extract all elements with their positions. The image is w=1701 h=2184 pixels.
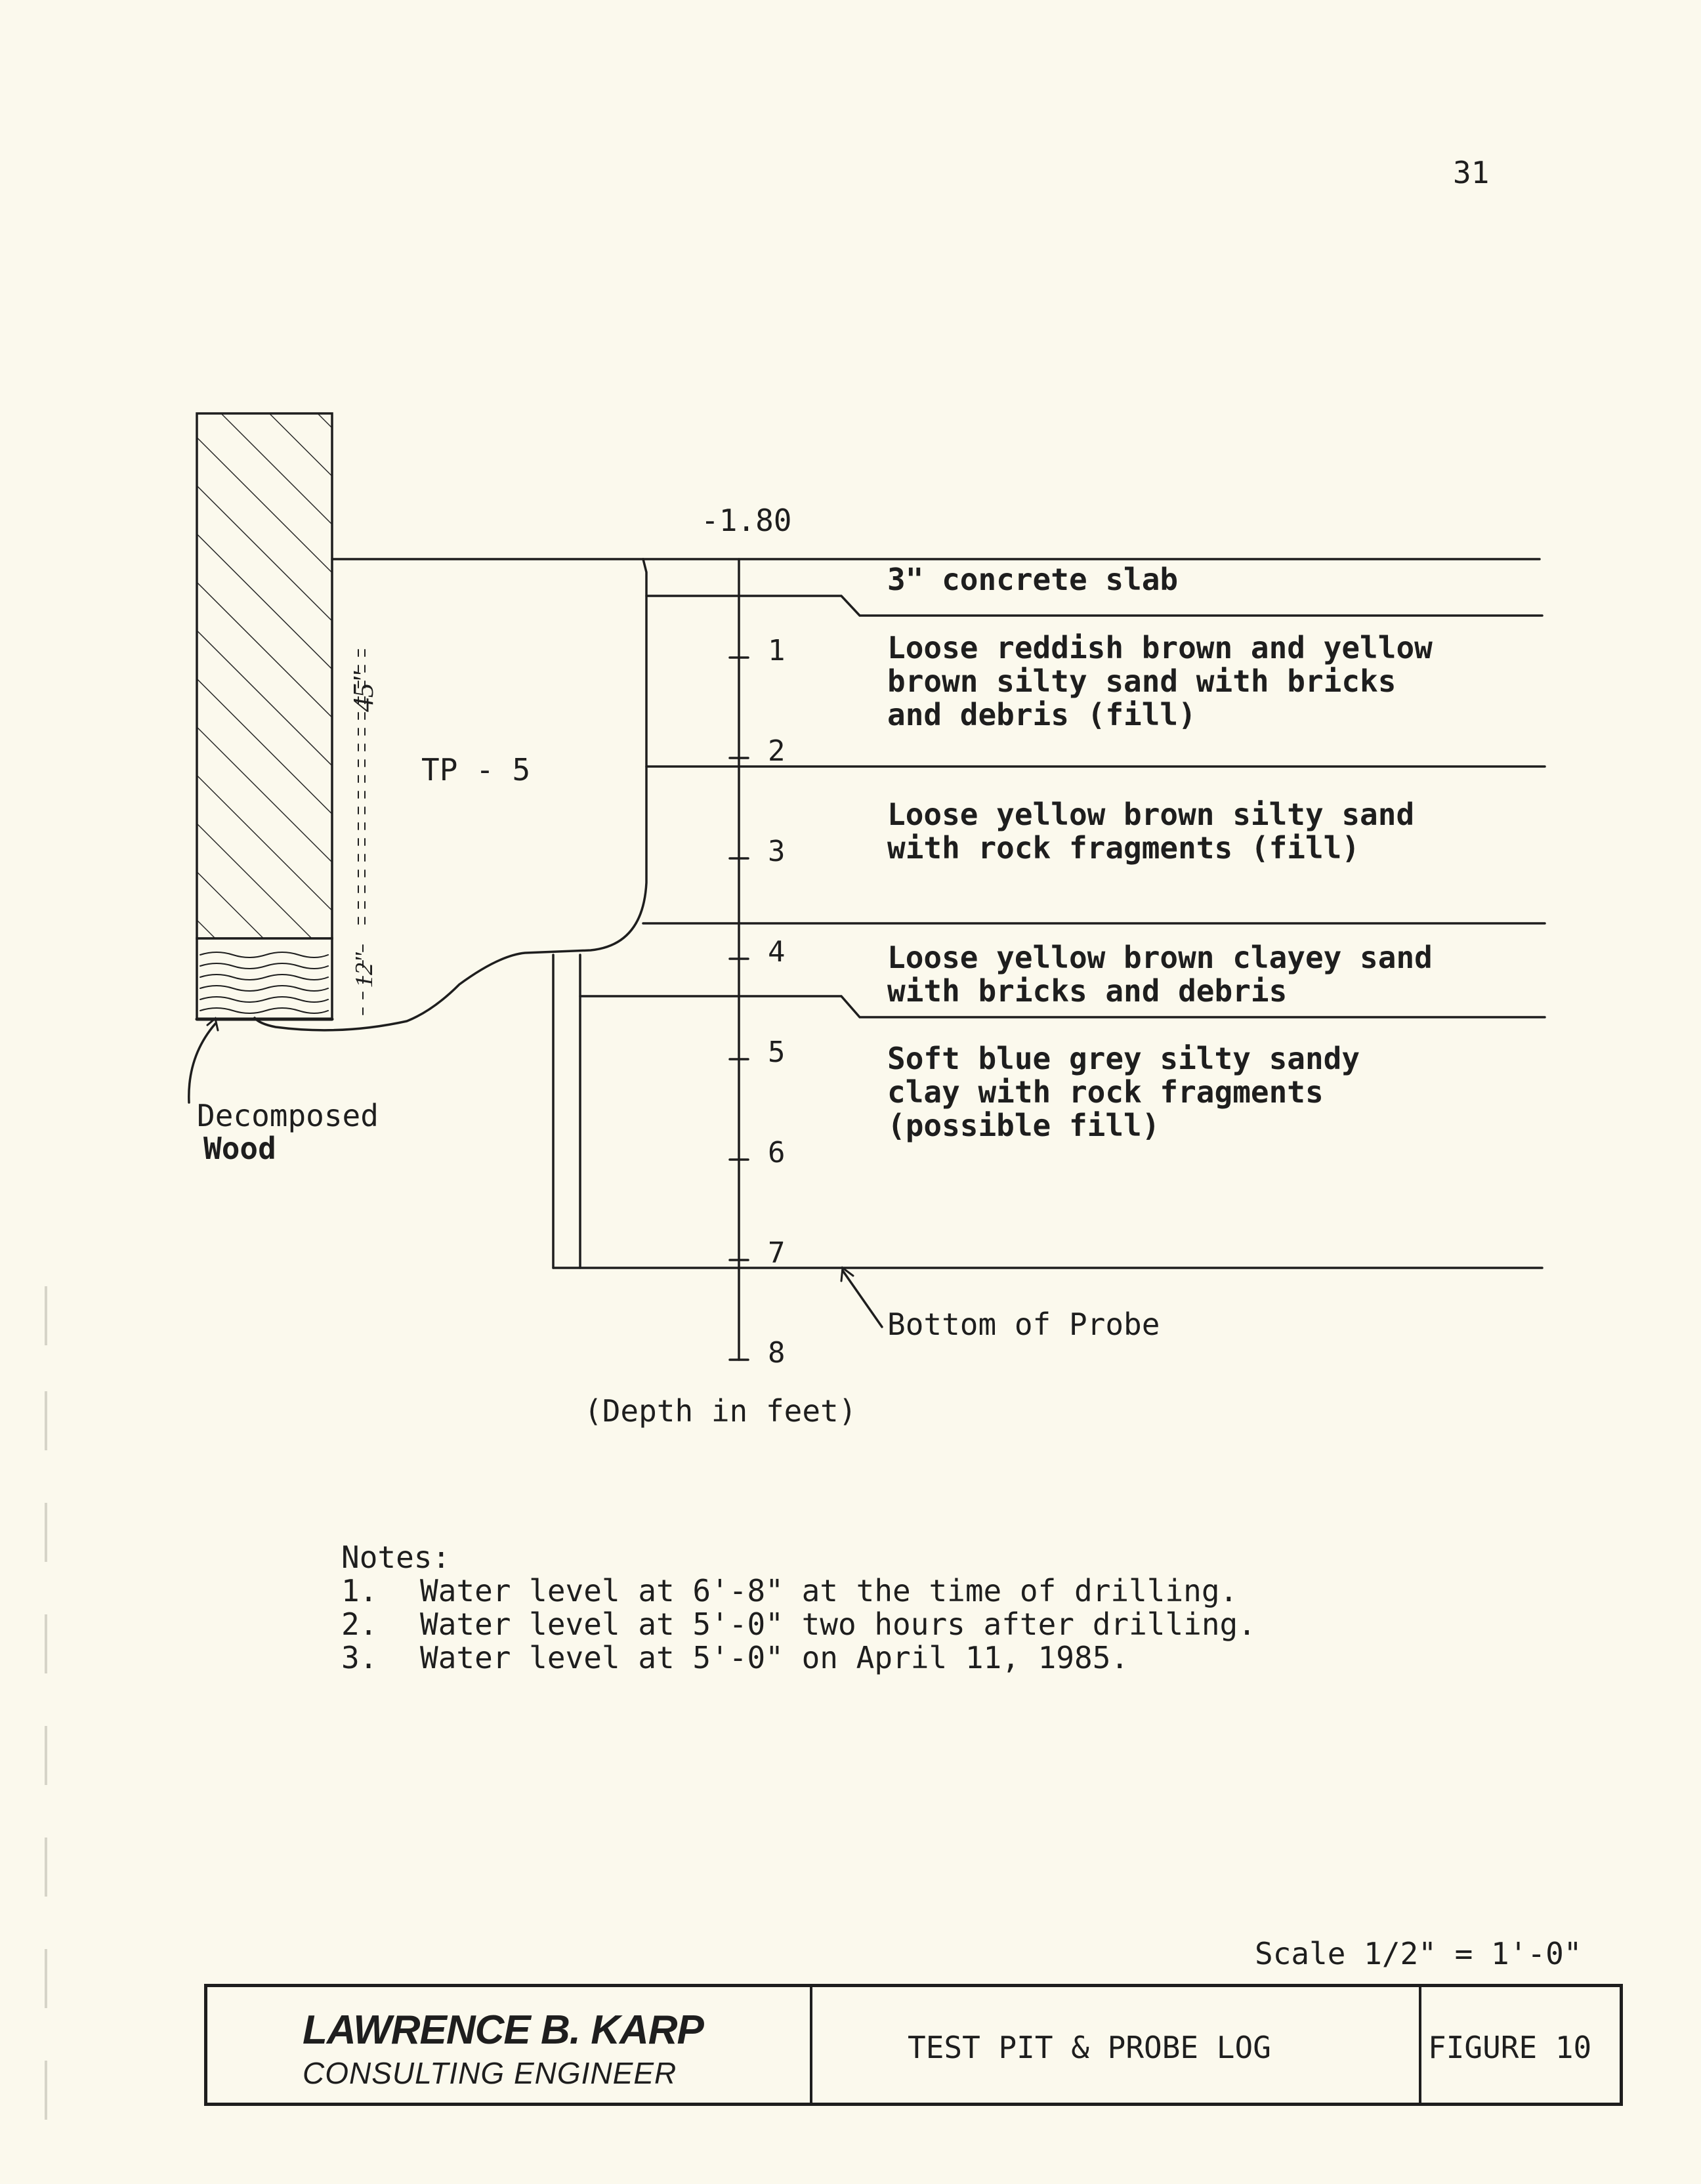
layer-line: Soft blue grey silty sandy: [887, 1041, 1360, 1076]
note-text: Water level at 5'-0" two hours after dri…: [420, 1606, 1256, 1642]
note-text: Water level at 6'-8" at the time of dril…: [420, 1573, 1238, 1608]
layer-description: Loose yellow brown silty sand with rock …: [887, 798, 1414, 865]
depth-caption: (Depth in feet): [584, 1393, 857, 1429]
pit-label: TP - 5: [421, 752, 531, 788]
margin-mark: [45, 2061, 47, 2120]
depth-axis-ticks: [728, 656, 749, 1361]
firm-name: LAWRENCE B. KARP: [303, 2007, 704, 2053]
layer-line: Loose yellow brown clayey sand: [887, 940, 1433, 975]
title-block-divider: [810, 1987, 812, 2103]
dimension-lower: 12": [350, 952, 378, 988]
pit-outline: [253, 558, 648, 1032]
depth-tick-label: 4: [768, 935, 786, 969]
firm-subtitle: CONSULTING ENGINEER: [303, 2056, 677, 2090]
layer-line-4: [579, 995, 1546, 1018]
note-item: 2. Water level at 5'-0" two hours after d…: [341, 1608, 1256, 1641]
layer-line: and debris (fill): [887, 697, 1196, 732]
layer-description: Loose reddish brown and yellow brown sil…: [887, 631, 1433, 732]
layer-line-slab: [645, 595, 1544, 617]
layer-line: Loose reddish brown and yellow: [887, 630, 1433, 665]
title-block: LAWRENCE B. KARP CONSULTING ENGINEER TES…: [204, 1984, 1623, 2106]
wood-leader: [188, 1022, 217, 1104]
note-item: 1. Water level at 6'-8" at the time of dr…: [341, 1574, 1256, 1608]
depth-tick-label: 6: [768, 1136, 786, 1169]
depth-tick-label: 7: [768, 1236, 786, 1270]
firm-cell: LAWRENCE B. KARP CONSULTING ENGINEER: [207, 1987, 810, 2103]
layer-line: brown silty sand with bricks: [887, 663, 1396, 699]
dimension-upper: 45": [347, 671, 379, 712]
depth-tick-label: 3: [768, 835, 786, 868]
elevation-label: -1.80: [701, 503, 792, 538]
layer-line: clay with rock fragments: [887, 1074, 1324, 1110]
decomposed-wood-block: [195, 937, 334, 1021]
layer-description: 3" concrete slab: [887, 563, 1178, 597]
layer-line: Loose yellow brown silty sand: [887, 797, 1415, 832]
page-number: 31: [1453, 155, 1490, 190]
figure-cell: FIGURE 10: [1421, 1987, 1618, 2103]
layer-line: with bricks and debris: [887, 973, 1288, 1009]
wall-hatched: [196, 412, 333, 940]
margin-mark: [45, 1838, 47, 1897]
title-block-divider: [1419, 1987, 1421, 2103]
margin-mark: [45, 1949, 47, 2008]
wood-note-line-1: Decomposed: [197, 1098, 379, 1133]
margin-mark: [45, 1391, 47, 1450]
depth-tick-label: 8: [768, 1336, 786, 1370]
note-text: Water level at 5'-0" on April 11, 1985.: [420, 1640, 1129, 1675]
drawing-title: TEST PIT & PROBE LOG: [908, 2030, 1271, 2065]
note-number: 1.: [341, 1573, 378, 1608]
margin-mark: [45, 1726, 47, 1785]
wood-note-line-2: Wood: [203, 1131, 276, 1166]
note-number: 2.: [341, 1606, 378, 1642]
notes-heading: Notes:: [341, 1540, 451, 1575]
probe-leader: [841, 1269, 883, 1328]
depth-tick-label: 2: [768, 734, 786, 768]
notes: Notes: 1. Water level at 6'-8" at the tim…: [341, 1541, 1256, 1675]
scale-note: Scale 1/2" = 1'-0": [1255, 1936, 1582, 1971]
dimension-marks: [358, 649, 366, 1018]
layer-line: with rock fragments (fill): [887, 830, 1360, 866]
depth-tick-label: 1: [768, 634, 786, 667]
test-pit-drawing: [188, 412, 1546, 1361]
depth-tick-label: 5: [768, 1036, 786, 1069]
layer-line: (possible fill): [887, 1108, 1160, 1143]
margin-mark: [45, 1286, 47, 1345]
margin-mark: [45, 1614, 47, 1673]
layer-description: Loose yellow brown clayey sand with bric…: [887, 941, 1433, 1008]
margin-mark: [45, 1503, 47, 1562]
layer-description: Soft blue grey silty sandy clay with roc…: [887, 1042, 1360, 1143]
layer-line: 3" concrete slab: [887, 562, 1179, 597]
drawing-title-cell: TEST PIT & PROBE LOG: [812, 1987, 1419, 2103]
probe-bottom-label: Bottom of Probe: [887, 1307, 1160, 1342]
note-item: 3. Water level at 5'-0" on April 11, 1985…: [341, 1641, 1256, 1675]
note-number: 3.: [341, 1640, 378, 1675]
figure-number: FIGURE 10: [1428, 2030, 1592, 2065]
